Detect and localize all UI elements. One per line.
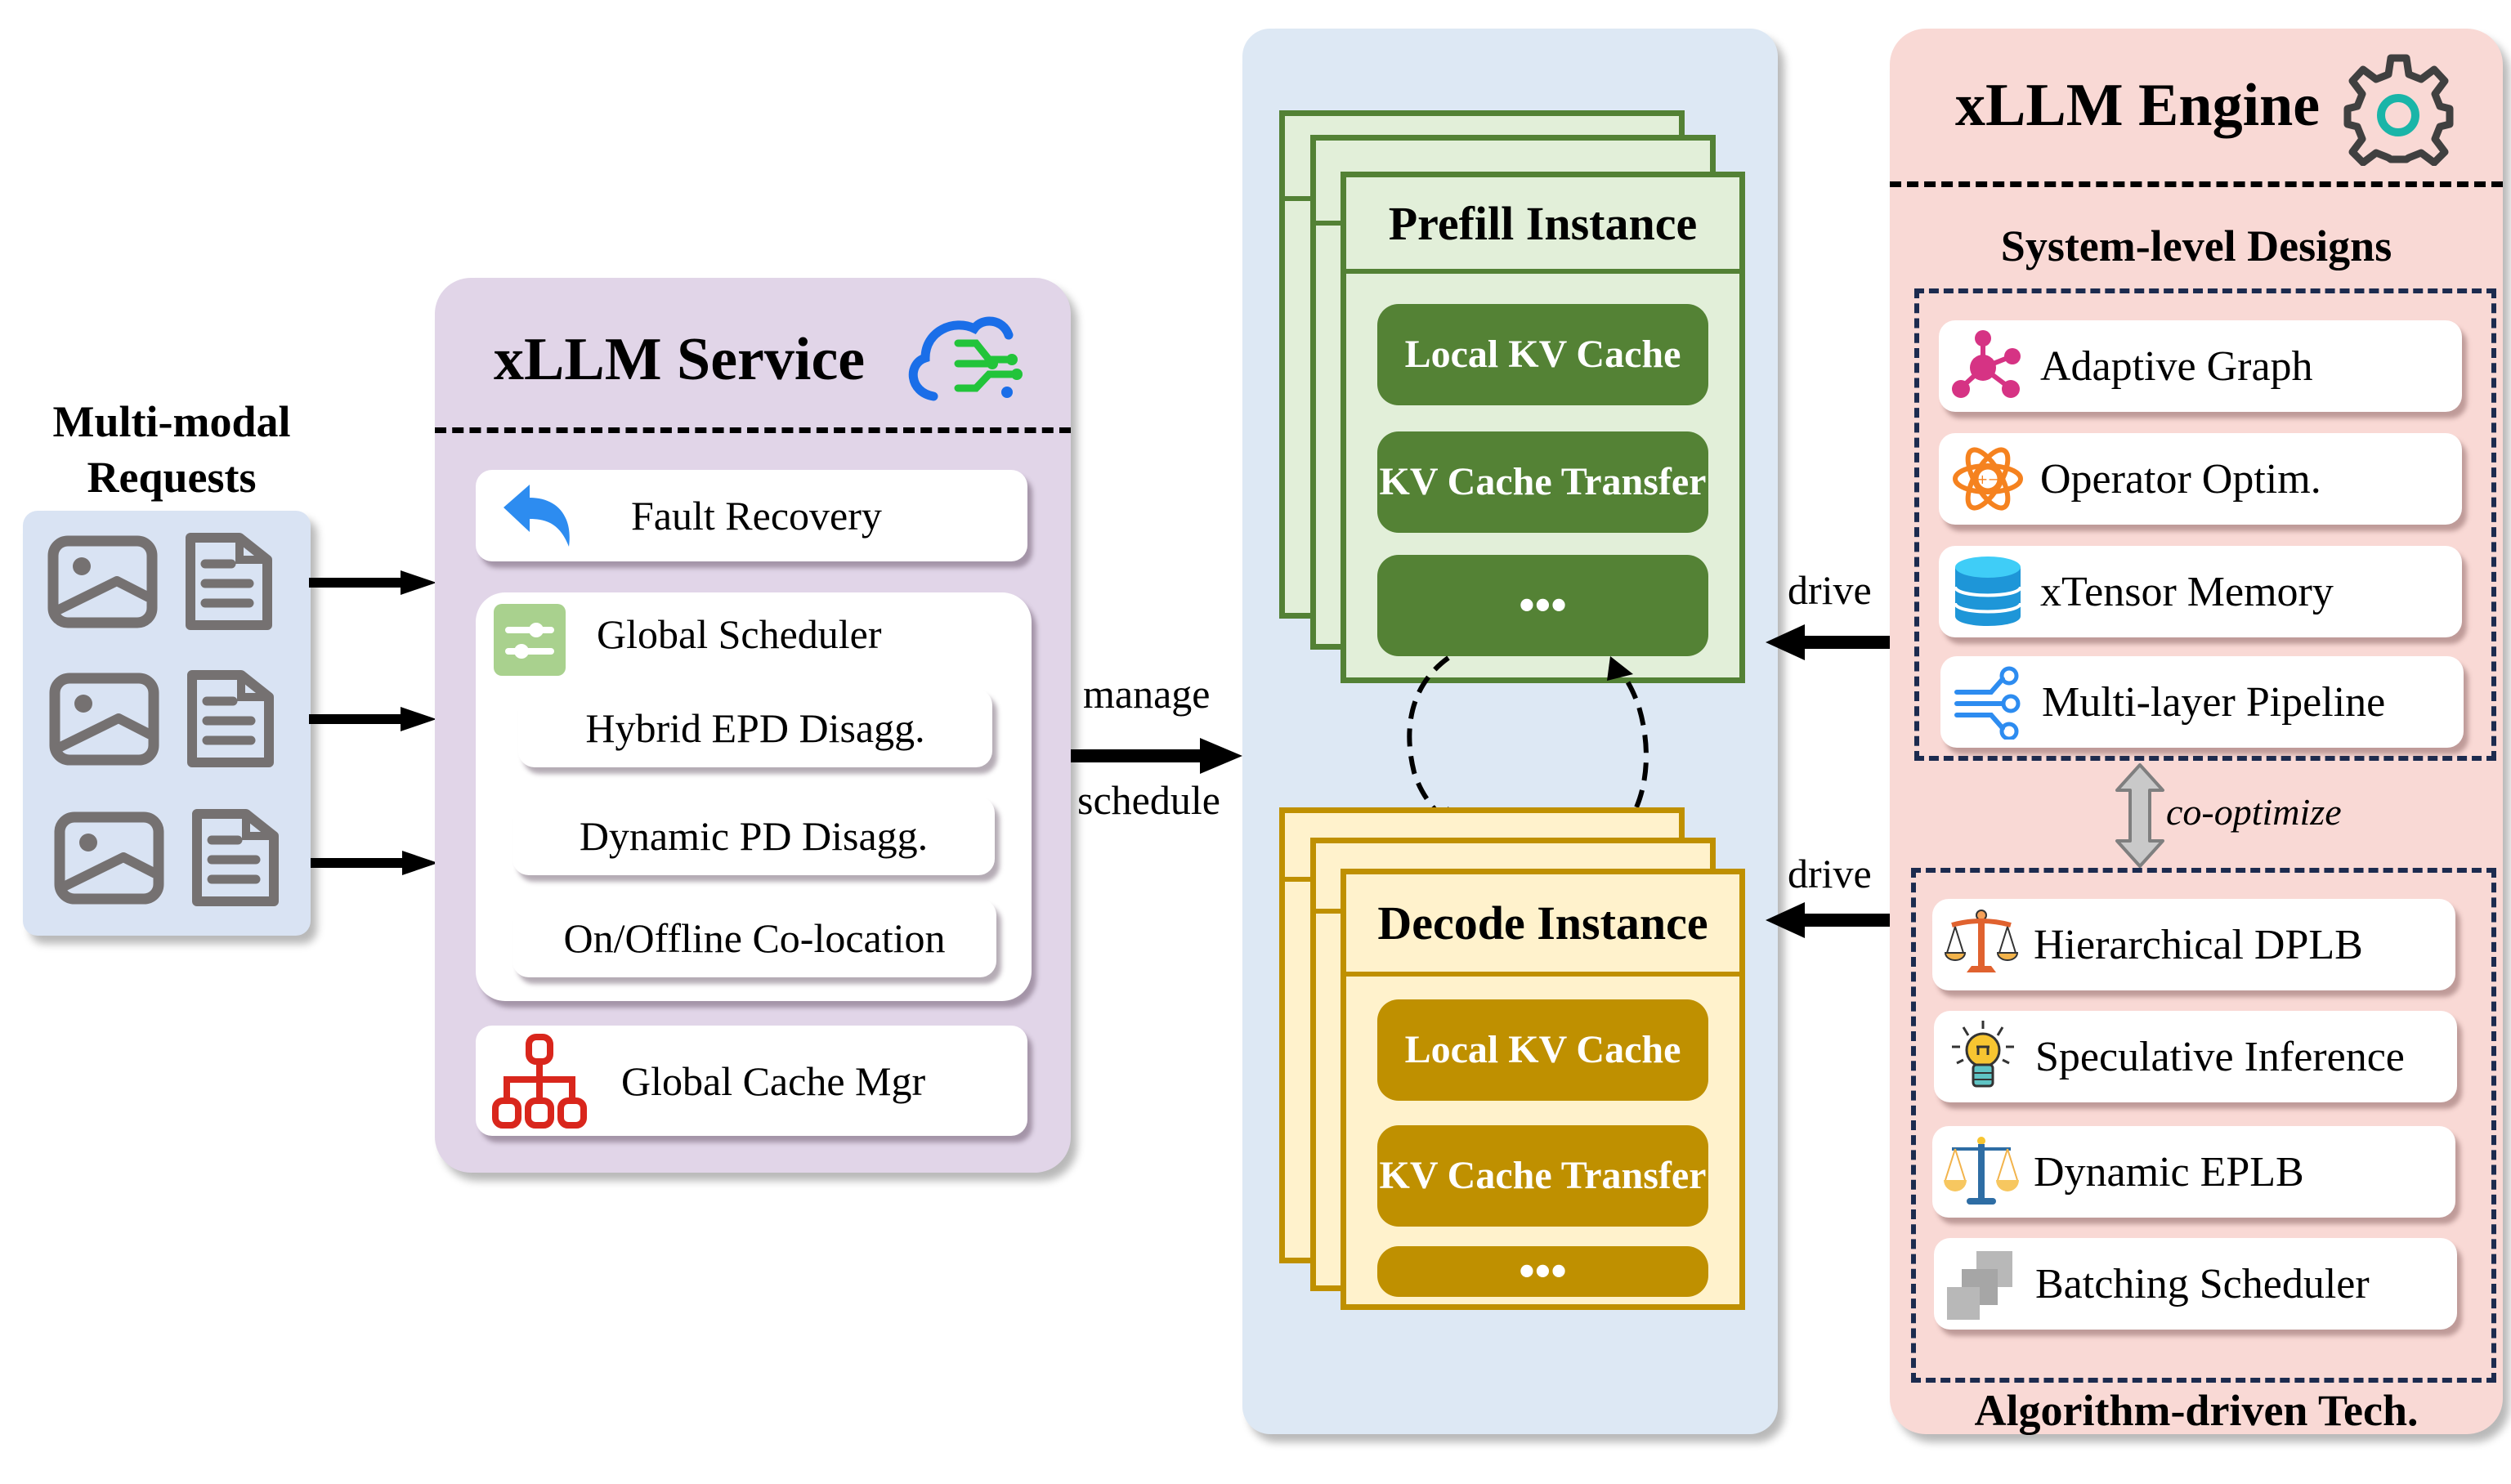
tech-label: xTensor Memory xyxy=(2040,568,2334,615)
prefill-item: Local KV Cache xyxy=(1377,304,1708,405)
svg-text:+−: +− xyxy=(1977,472,1999,487)
decode-instance-title: Decode Instance xyxy=(1346,874,1739,977)
tech-label: Adaptive Graph xyxy=(2040,342,2313,390)
gear-icon xyxy=(2343,54,2454,166)
manage-label: manage xyxy=(1083,671,1211,717)
tech-card-xtensor-memory[interactable]: xTensor Memory xyxy=(1939,546,2462,637)
pipeline-icon xyxy=(1954,666,2021,740)
prefill-item: KV Cache Transfer xyxy=(1377,431,1708,533)
global-scheduler-label: Global Scheduler xyxy=(597,611,882,657)
tech-card-batching-scheduler[interactable]: Batching Scheduler xyxy=(1934,1238,2457,1330)
schedule-label: schedule xyxy=(1077,777,1220,823)
document-icon xyxy=(187,670,274,767)
request-arrow xyxy=(311,851,438,875)
drive-label-decode: drive xyxy=(1788,851,1872,896)
prefill-instance-title: Prefill Instance xyxy=(1346,177,1739,274)
engine-divider xyxy=(1890,181,2503,187)
tech-card-hierarchical-dplb[interactable]: Hierarchical DPLB xyxy=(1932,899,2455,990)
service-divider xyxy=(435,427,1071,433)
scale-icon xyxy=(1944,910,2019,972)
tech-card-operator-optim[interactable]: +− Operator Optim. xyxy=(1939,433,2462,525)
system-level-title: System-level Designs xyxy=(2000,221,2392,270)
undo-arrow-icon xyxy=(504,485,570,547)
co-optimize-label: co-optimize xyxy=(2166,791,2342,833)
atom-icon: +− xyxy=(1953,447,2023,511)
tech-label: Speculative Inference xyxy=(2035,1033,2405,1080)
manage-arrow xyxy=(1071,738,1242,774)
image-icon xyxy=(54,811,164,905)
requests-title: Multi-modal Requests xyxy=(16,394,327,505)
request-arrow xyxy=(309,570,436,595)
engine-title: xLLM Engine xyxy=(1955,72,2321,139)
image-icon xyxy=(47,535,158,628)
decode-item: Local KV Cache xyxy=(1377,999,1708,1101)
tech-label: Operator Optim. xyxy=(2040,455,2321,503)
prefill-item: ••• xyxy=(1377,555,1708,656)
requests-title-line2: Requests xyxy=(87,453,257,502)
document-icon xyxy=(186,533,272,630)
decode-instance: Decode Instance Local KV Cache KV Cache … xyxy=(1341,869,1745,1310)
tech-card-speculative-inference[interactable]: Speculative Inference xyxy=(1934,1011,2457,1102)
request-arrow xyxy=(309,707,436,731)
scheduler-item-label: Dynamic PD Disagg. xyxy=(579,813,929,859)
scheduler-item-label: On/Offline Co-location xyxy=(563,915,946,961)
scheduler-item[interactable]: Hybrid EPD Disagg. xyxy=(518,689,992,767)
sliders-icon xyxy=(494,604,566,676)
global-cache-label: Global Cache Mgr xyxy=(621,1057,926,1104)
decode-item: ••• xyxy=(1377,1246,1708,1297)
cloud-circuit-icon xyxy=(908,316,1023,401)
system-level-group xyxy=(1914,288,2496,761)
global-scheduler-card: Global Scheduler Hybrid EPD Disagg. Dyna… xyxy=(476,592,1032,1001)
requests-box xyxy=(23,511,311,936)
global-cache-card[interactable]: Global Cache Mgr xyxy=(476,1026,1027,1136)
tech-card-dynamic-eplb[interactable]: Dynamic EPLB xyxy=(1932,1126,2455,1218)
service-title: xLLM Service xyxy=(494,326,866,393)
graph-nodes-icon xyxy=(1952,330,2021,398)
service-panel: xLLM Service Fault Recovery Global Sched… xyxy=(435,278,1071,1173)
tech-label: Multi-layer Pipeline xyxy=(2042,678,2386,726)
balance-icon xyxy=(1944,1137,2019,1205)
fault-recovery-label: Fault Recovery xyxy=(631,493,882,539)
co-optimize-arrow xyxy=(2115,763,2164,868)
hierarchy-icon xyxy=(492,1033,587,1129)
requests-title-line1: Multi-modal xyxy=(52,397,291,446)
fault-recovery-card[interactable]: Fault Recovery xyxy=(476,470,1027,561)
stacked-squares-icon xyxy=(1947,1251,2012,1320)
tech-label: Hierarchical DPLB xyxy=(2034,921,2363,968)
drive-arrow-prefill xyxy=(1766,624,1892,660)
tech-label: Batching Scheduler xyxy=(2035,1260,2370,1307)
engine-panel: xLLM Engine System-level Designs Adaptiv… xyxy=(1890,29,2503,1435)
scheduler-item-label: Hybrid EPD Disagg. xyxy=(585,705,925,751)
prefill-instance: Prefill Instance Local KV Cache KV Cache… xyxy=(1341,172,1745,683)
scheduler-item[interactable]: On/Offline Co-location xyxy=(512,899,996,977)
image-icon xyxy=(49,673,159,766)
tech-label: Dynamic EPLB xyxy=(2034,1148,2304,1196)
database-icon xyxy=(1954,556,2022,626)
decode-item: KV Cache Transfer xyxy=(1377,1125,1708,1227)
tech-card-multi-layer-pipeline[interactable]: Multi-layer Pipeline xyxy=(1940,656,2464,748)
scheduler-item[interactable]: Dynamic PD Disagg. xyxy=(512,797,995,875)
drive-label-prefill: drive xyxy=(1788,567,1872,613)
drive-arrow-decode xyxy=(1766,902,1892,938)
tech-card-adaptive-graph[interactable]: Adaptive Graph xyxy=(1939,320,2462,412)
algorithm-driven-title: Algorithm-driven Tech. xyxy=(1974,1386,2419,1435)
lightbulb-icon xyxy=(1952,1021,2014,1088)
document-icon xyxy=(192,809,279,906)
algorithm-group xyxy=(1911,868,2496,1383)
